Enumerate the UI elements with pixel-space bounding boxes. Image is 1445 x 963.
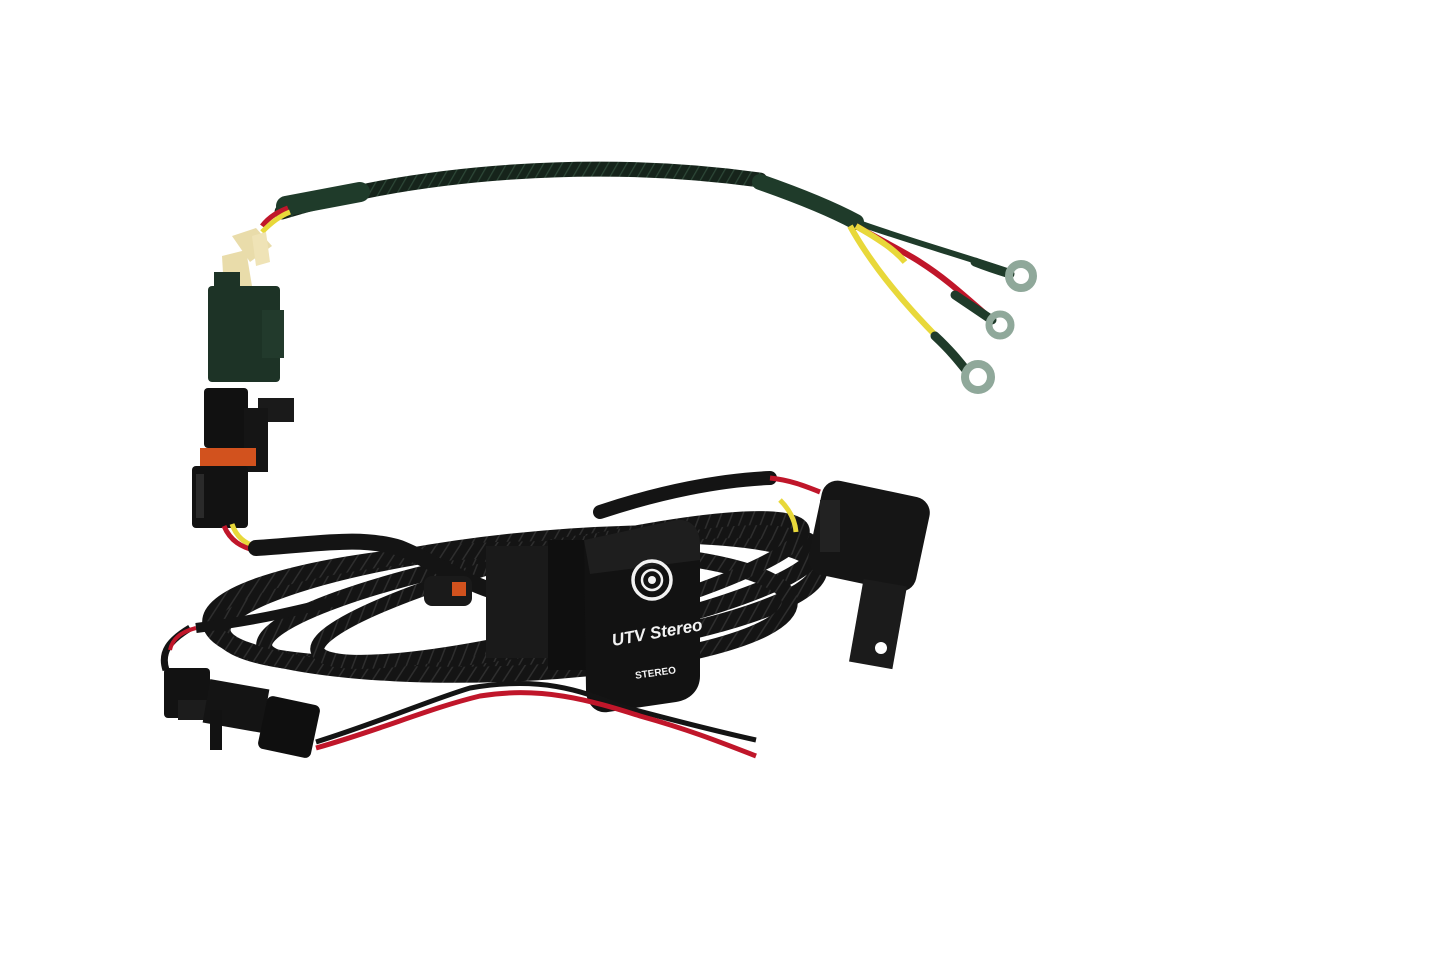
fuse-holder (208, 205, 291, 382)
lower-power-leads (160, 595, 757, 759)
weatherproof-connector (192, 388, 294, 555)
relay-fuse-holder (808, 480, 930, 670)
green-sleeved-lead (274, 161, 1015, 375)
bullet-connector (164, 668, 320, 758)
speaker-icon (631, 559, 673, 601)
ring-terminal-top (1005, 260, 1037, 292)
ring-terminal-bottom (961, 360, 995, 394)
rocker-switch[interactable]: UTV Stereo STEREO (584, 519, 704, 713)
ring-terminal-middle (985, 310, 1015, 340)
